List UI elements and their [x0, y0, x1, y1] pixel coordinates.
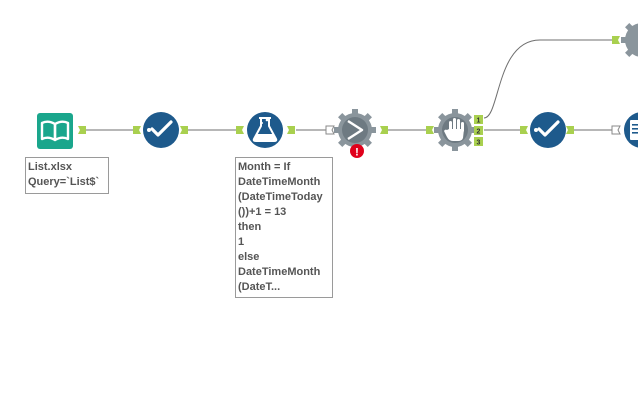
output-anchor-label-3: 3 [477, 140, 481, 147]
output-anchor-label-1: 1 [477, 118, 481, 125]
select-tool-2[interactable] [530, 112, 566, 148]
connection-filter-to-top-macro[interactable] [483, 39, 612, 119]
error-mark: ! [355, 147, 359, 159]
filter-output-anchors: 1 2 3 [474, 115, 483, 147]
hand-icon [444, 118, 464, 141]
connections [86, 39, 612, 131]
output-anchor-label-2: 2 [477, 129, 481, 136]
formula-output-anchor[interactable] [287, 126, 295, 134]
crosstab-arrow-icon [347, 119, 364, 141]
filter-macro-tool[interactable] [434, 109, 476, 151]
output-anchor-2[interactable] [474, 126, 483, 135]
flask-formula-icon [252, 117, 278, 142]
book-input-icon [40, 120, 70, 142]
select-1-input-anchor[interactable] [133, 126, 141, 134]
formula-tool-annotation: Month = If DateTimeMonth (DateTimeToday … [235, 157, 333, 298]
error-indicator[interactable]: ! [350, 144, 364, 159]
select-2-input-anchor[interactable] [520, 126, 528, 134]
input-output-anchor[interactable] [78, 126, 86, 134]
filter-input-anchor[interactable] [426, 126, 434, 134]
formula-input-anchor[interactable] [236, 126, 244, 134]
select-2-output-anchor[interactable] [566, 126, 574, 134]
select-tool-1[interactable] [143, 112, 179, 148]
top-macro-tool[interactable] [621, 19, 638, 61]
select-1-output-anchor[interactable] [180, 126, 188, 134]
output-anchor-1[interactable] [474, 115, 483, 124]
output-data-tool[interactable] [624, 112, 638, 148]
formula-tool[interactable] [247, 112, 283, 148]
checkmark-select-icon [534, 120, 560, 137]
output-anchor-3[interactable] [474, 137, 483, 146]
top-macro-input-anchor[interactable] [612, 36, 620, 44]
document-output-icon [630, 120, 638, 140]
output-input-anchor[interactable] [611, 125, 621, 135]
input-data-tool[interactable] [37, 113, 73, 149]
input-tool-annotation: List.xlsx Query=`List$` [25, 157, 109, 194]
macro-input-anchor[interactable] [325, 125, 335, 135]
gear-macro-icon [621, 23, 638, 57]
macro-output-anchor[interactable] [380, 126, 388, 134]
checkmark-select-icon [147, 120, 173, 137]
